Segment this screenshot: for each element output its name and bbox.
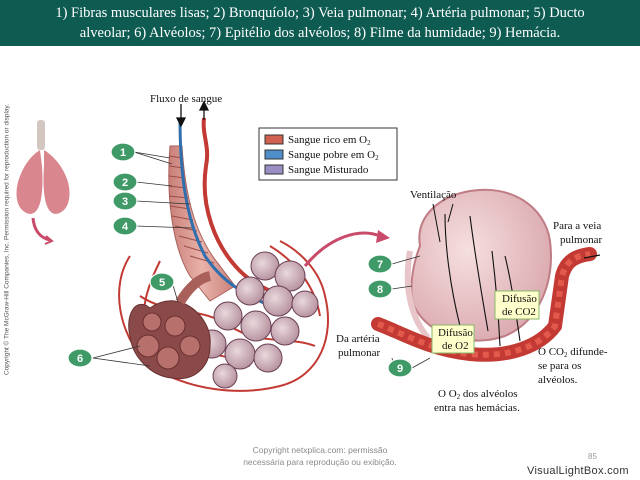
footer-copyright-line-1: Copyright netxplica.com: permissão [252,445,388,455]
co2-diffusion-caption-2: se para os [538,360,581,372]
legend-item-mixed: Sangue Misturado [288,164,369,176]
svg-text:5: 5 [159,277,165,289]
marker-8: 8 [367,279,393,299]
label-to-pulmonary-vein-1: Para a veia [553,220,601,232]
co2-diffusion-caption-1: O CO2 difunde- [538,346,608,359]
legend-item-oxygen-rich: Sangue rico em O2 [288,134,371,147]
co2-diffusion-caption-3: alvéolos. [538,374,578,386]
svg-text:7: 7 [377,259,383,271]
legend-item-oxygen-poor: Sangue pobre em O2 [288,149,379,162]
leader-lines [92,151,431,373]
magnify-arrow [303,231,381,267]
enlarged-alveolus [371,188,597,362]
title-line-1: 1) Fibras musculares lisas; 2) Bronquíol… [55,5,585,21]
title-banner: 1) Fibras musculares lisas; 2) Bronquíol… [0,0,640,46]
svg-text:6: 6 [77,353,83,365]
diffusion-co2-line2: de CO2 [502,306,536,318]
blood-flow-arrows [175,100,210,128]
pulmonary-vein [201,117,301,303]
svg-text:3: 3 [122,196,128,208]
lung-alveoli-diagram: Sangue rico em O2 Sangue pobre em O2 San… [16,93,608,414]
diffusion-co2-line1: Difusão [502,293,537,305]
svg-text:9: 9 [397,363,403,375]
footer-copyright: Copyright netxplica.com: permissão neces… [200,444,440,468]
label-from-pulmonary-artery-1: Da artéria [336,333,380,345]
title-line-2: alveolar; 6) Alvéolos; 7) Epitélio dos a… [79,25,561,41]
marker-2: 2 [112,172,138,192]
marker-3: 3 [112,191,138,211]
marker-5: 5 [149,272,175,292]
alveolar-duct-sac [128,271,212,380]
label-blood-flow: Fluxo de sangue [150,93,222,105]
marker-4: 4 [112,216,138,236]
lungs-thumbnail [16,120,70,245]
svg-text:4: 4 [122,221,129,233]
diffusion-o2-line1: Difusão [438,327,473,339]
svg-text:1: 1 [120,147,126,159]
marker-9: 9 [387,358,413,378]
o2-diffusion-caption-2: entra nas hemácias. [434,402,520,414]
alveoli-cluster [197,251,319,389]
footer-copyright-line-2: necessária para reprodução ou exibição. [243,457,397,467]
label-from-pulmonary-artery-2: pulmonar [338,347,380,359]
label-to-pulmonary-vein-2: pulmonar [560,234,602,246]
marker-6: 6 [67,348,93,368]
label-ventilation: Ventilação [410,189,457,201]
svg-text:8: 8 [377,284,383,296]
svg-text:2: 2 [122,177,128,189]
watermark: VisualLightBox.com [527,465,629,477]
o2-diffusion-caption-1: O O2 dos alvéolos [438,388,518,401]
page-number: 85 [588,452,597,461]
diffusion-o2-line2: de O2 [442,340,469,352]
marker-7: 7 [367,254,393,274]
marker-1: 1 [110,142,136,162]
legend: Sangue rico em O2 Sangue pobre em O2 San… [258,127,398,181]
